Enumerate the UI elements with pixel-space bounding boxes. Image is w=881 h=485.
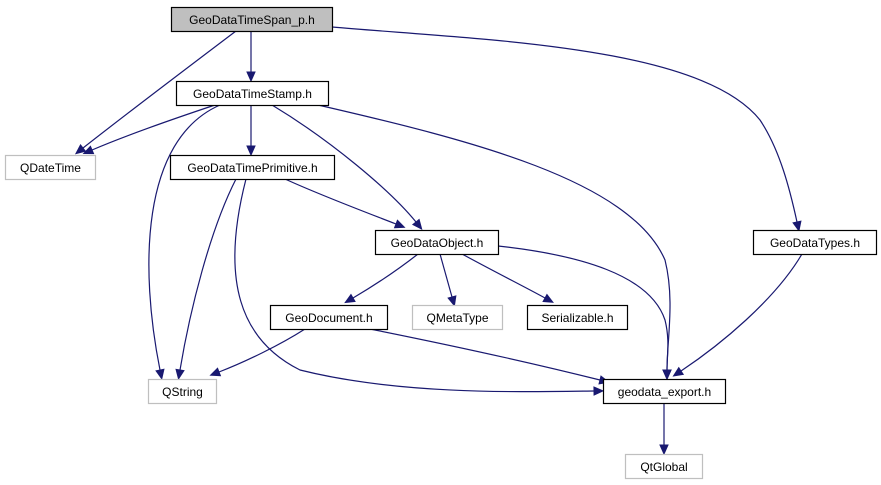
- node-box: [752, 229, 878, 256]
- edge-datatypes-to-export: [672, 253, 803, 377]
- arrowhead-icon: [74, 143, 87, 155]
- node-serializable[interactable]: Serializable.h: [526, 304, 629, 331]
- arrowhead-icon: [209, 367, 222, 377]
- node-timeprimitive[interactable]: GeoDataTimePrimitive.h: [169, 154, 336, 181]
- edge-line: [218, 328, 306, 373]
- node-box: [269, 304, 389, 331]
- node-qdatetime: QDateTime: [4, 154, 97, 181]
- arrowhead-icon: [411, 218, 423, 230]
- node-box: [169, 154, 336, 181]
- edge-line: [439, 253, 453, 298]
- arrowhead-icon: [593, 386, 605, 396]
- node-label: GeoDataTypes.h: [770, 236, 860, 250]
- edge-timespan-to-datatypes: [331, 26, 802, 232]
- node-label: QMetaType: [426, 311, 488, 325]
- arrowhead-icon: [659, 444, 669, 456]
- edge-line: [271, 104, 417, 223]
- edge-timestamp-to-qstring: [148, 104, 221, 381]
- node-box: [602, 378, 727, 405]
- arrowhead-icon: [662, 369, 672, 381]
- node-label: geodata_export.h: [618, 385, 711, 399]
- node-datatypes[interactable]: GeoDataTypes.h: [752, 229, 878, 256]
- edge-dataobject-to-export: [497, 245, 672, 381]
- arrowhead-icon: [246, 71, 256, 83]
- node-label: GeoDataObject.h: [391, 236, 484, 250]
- edge-timeprimitive-to-export: [234, 178, 605, 396]
- edge-line: [461, 253, 546, 299]
- edge-line: [179, 178, 237, 371]
- edge-export-to-qtglobal: [659, 403, 669, 456]
- arrowhead-icon: [246, 145, 256, 157]
- edge-line: [234, 178, 595, 393]
- edge-timeprimitive-to-dataobject: [284, 178, 406, 229]
- edge-timespan-to-qdatetime: [74, 30, 237, 155]
- node-box: [175, 80, 330, 107]
- edge-document-to-qstring: [209, 328, 306, 377]
- edge-line: [91, 104, 216, 151]
- node-label: QtGlobal: [640, 460, 687, 474]
- edge-dataobject-to-document: [344, 253, 419, 304]
- edge-timestamp-to-timeprimitive: [246, 105, 256, 157]
- arrowhead-icon: [542, 293, 554, 303]
- node-box: [4, 154, 97, 181]
- edge-dataobject-to-serializable: [461, 253, 554, 303]
- node-export[interactable]: geodata_export.h: [602, 378, 727, 405]
- node-timestamp[interactable]: GeoDataTimeStamp.h: [175, 80, 330, 107]
- node-dataobject[interactable]: GeoDataObject.h: [374, 229, 500, 256]
- arrowhead-icon: [82, 145, 95, 155]
- node-box: [374, 229, 500, 256]
- arrowhead-icon: [447, 295, 457, 307]
- arrowhead-icon: [393, 219, 406, 229]
- node-label: GeoDataTimeSpan_p.h: [189, 13, 315, 27]
- node-qmetatype: QMetaType: [411, 304, 504, 331]
- node-label: GeoDataTimePrimitive.h: [187, 161, 317, 175]
- edge-timespan-to-timestamp: [246, 31, 256, 83]
- edge-line: [369, 328, 601, 381]
- edge-line: [82, 30, 237, 149]
- edges-layer: [74, 26, 803, 456]
- nodes-layer: GeoDataTimeSpan_p.hGeoDataTimeStamp.hQDa…: [4, 6, 878, 480]
- node-box: [170, 6, 334, 33]
- edge-line: [317, 104, 671, 371]
- edge-timestamp-to-qdatetime: [82, 104, 216, 155]
- edge-document-to-export: [369, 328, 610, 385]
- edge-line: [284, 178, 397, 225]
- node-qtglobal: QtGlobal: [624, 453, 704, 480]
- node-box: [147, 378, 218, 405]
- arrowhead-icon: [792, 220, 802, 232]
- node-label: GeoDocument.h: [285, 311, 372, 325]
- edge-line: [680, 253, 803, 372]
- arrowhead-icon: [175, 368, 185, 381]
- edge-timeprimitive-to-qstring: [175, 178, 237, 381]
- arrowhead-icon: [155, 368, 165, 381]
- node-box: [526, 304, 629, 331]
- edge-line: [331, 26, 798, 223]
- edge-timestamp-to-dataobject: [271, 104, 423, 230]
- arrowhead-icon: [344, 293, 356, 304]
- node-box: [624, 453, 704, 480]
- arrowhead-icon: [672, 366, 685, 377]
- node-document[interactable]: GeoDocument.h: [269, 304, 389, 331]
- node-label: GeoDataTimeStamp.h: [193, 87, 312, 101]
- edge-line: [352, 253, 419, 299]
- node-label: QString: [162, 385, 203, 399]
- node-box: [411, 304, 504, 331]
- node-timespan[interactable]: GeoDataTimeSpan_p.h: [170, 6, 334, 33]
- edge-dataobject-to-qmetatype: [439, 253, 457, 307]
- node-label: QDateTime: [20, 161, 81, 175]
- edge-line: [148, 104, 221, 371]
- edge-line: [497, 245, 669, 371]
- node-label: Serializable.h: [541, 311, 613, 325]
- node-qstring: QString: [147, 378, 218, 405]
